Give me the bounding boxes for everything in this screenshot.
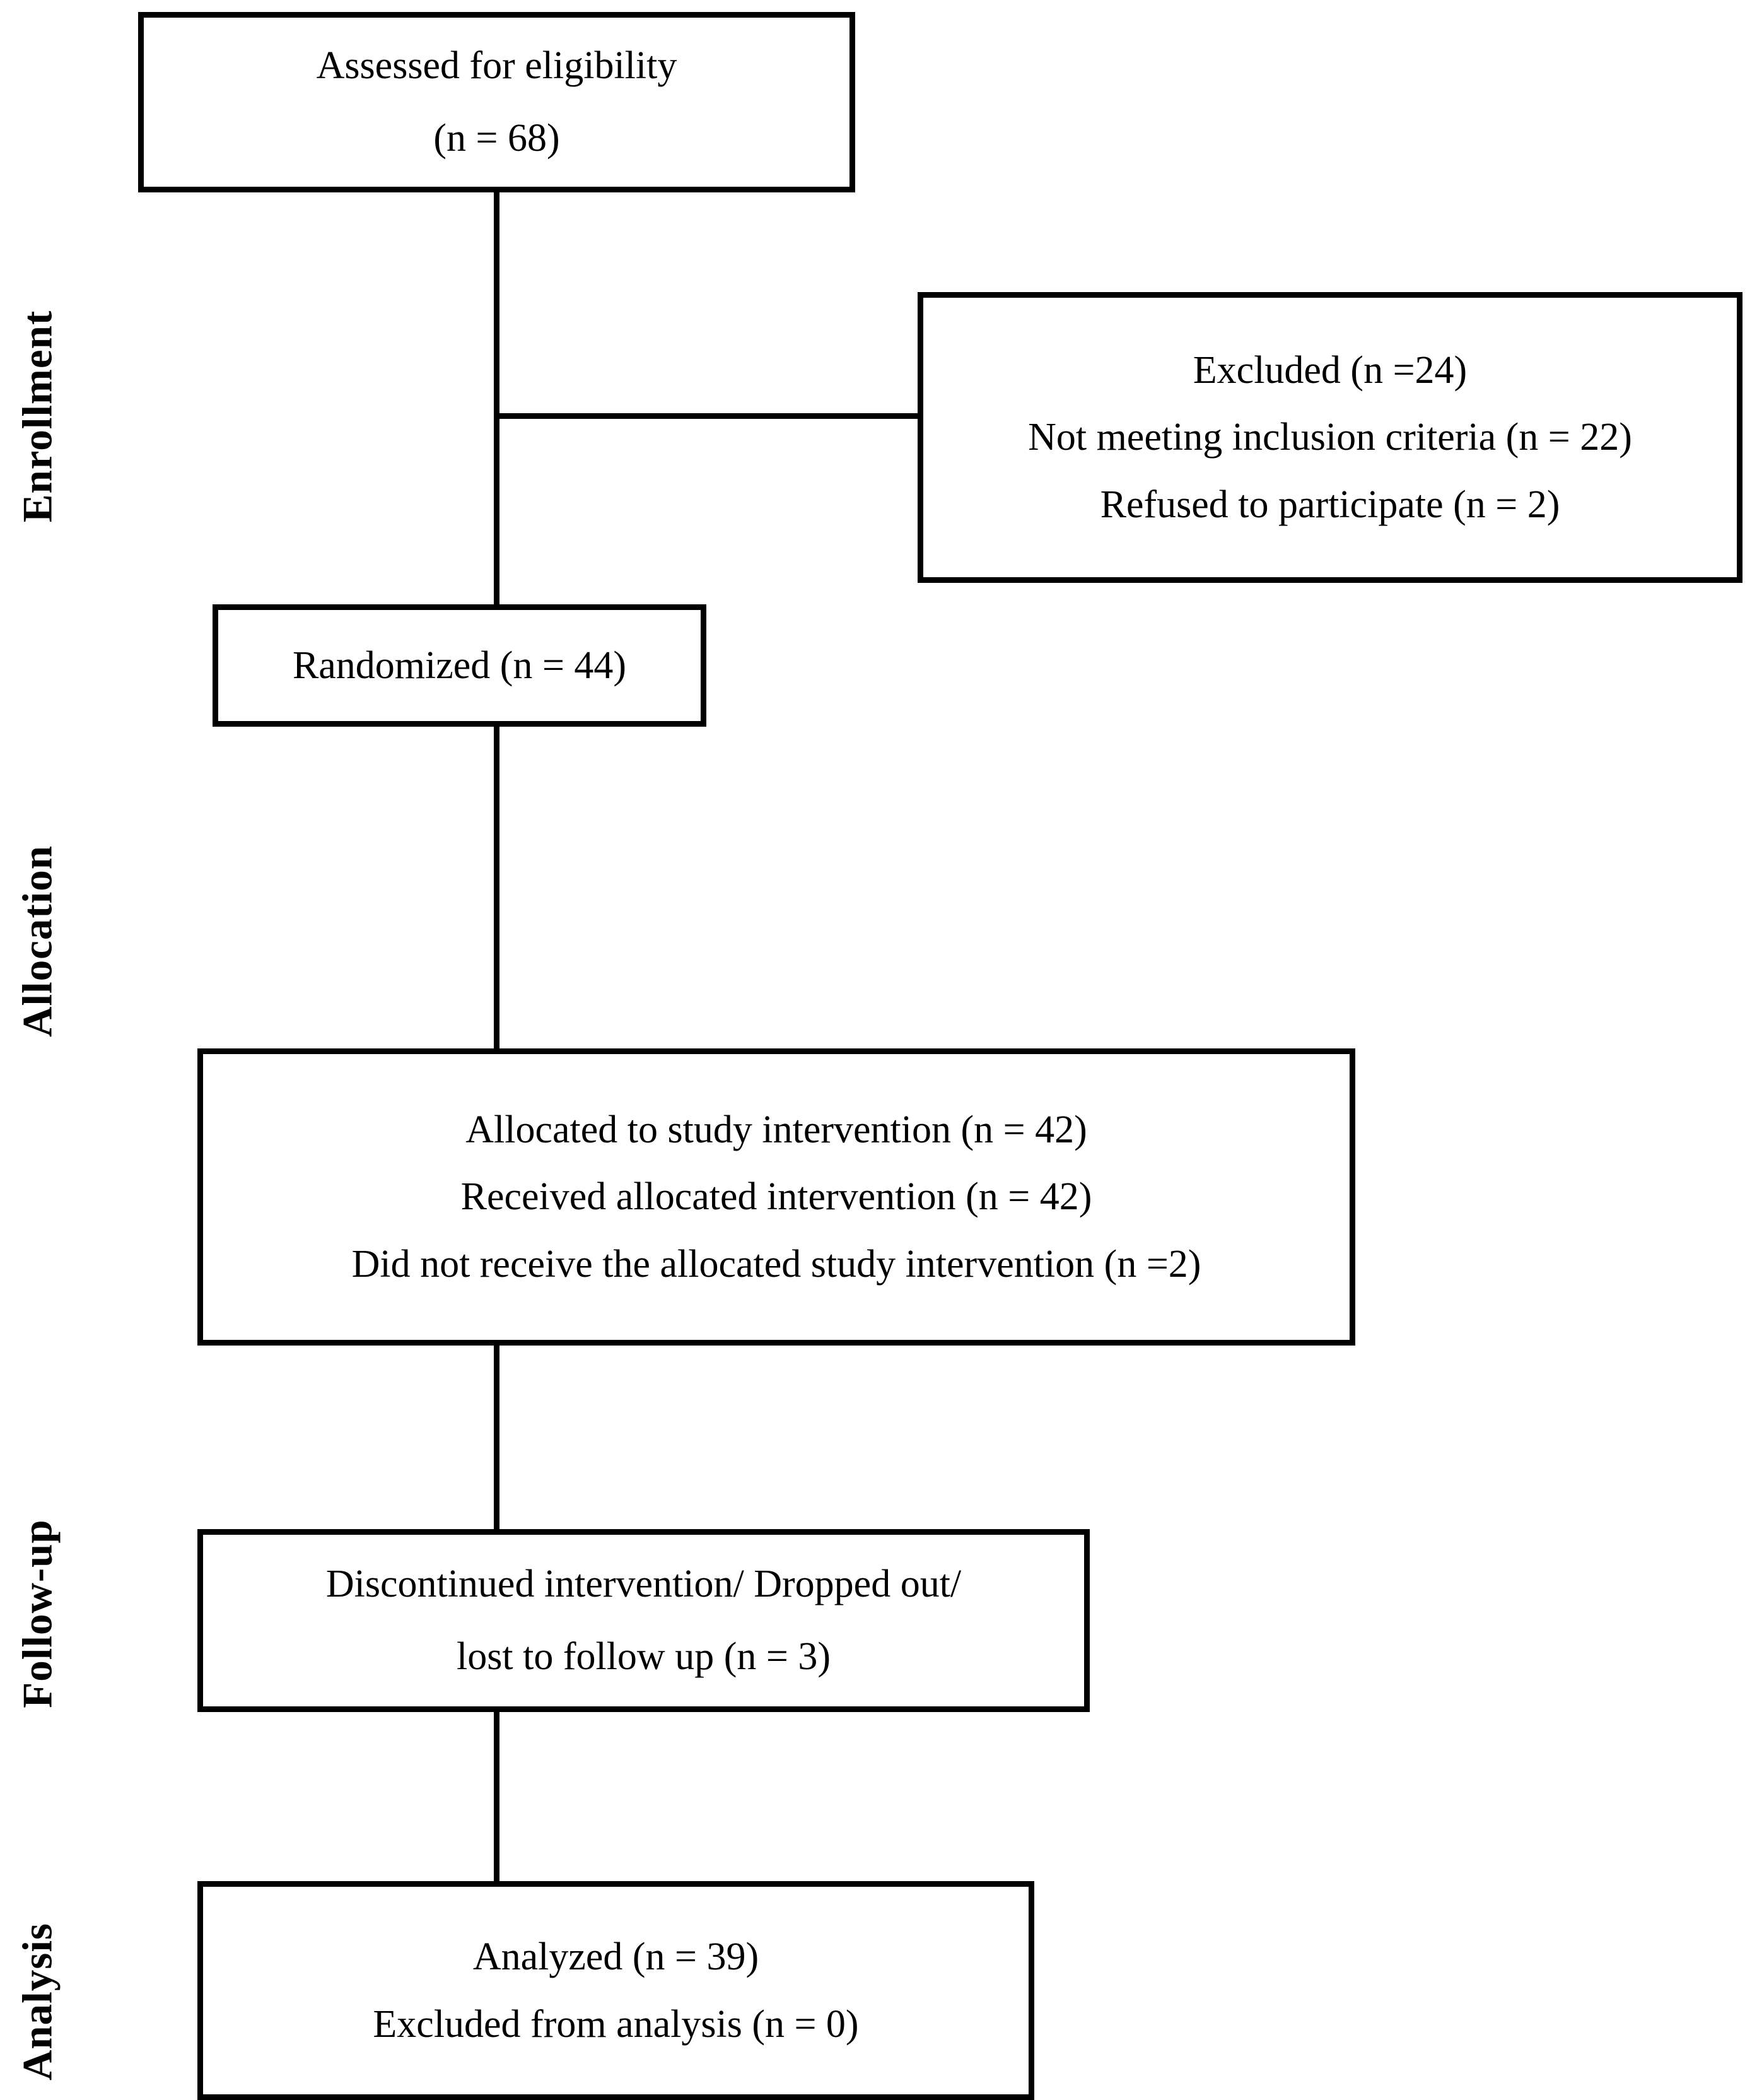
- box-excluded-line-3: Refused to participate (n = 2): [1100, 483, 1560, 526]
- box-followup-line-2: lost to follow up (n = 3): [457, 1635, 831, 1678]
- box-assessed-line-2: (n = 68): [433, 117, 560, 160]
- box-followup-line-1: Discontinued intervention/ Dropped out/: [325, 1563, 962, 1606]
- box-excluded-line-1: Excluded (n =24): [1193, 348, 1468, 392]
- box-analyzed-line-1: Analyzed (n = 39): [472, 1935, 759, 1978]
- box-allocated: Allocated to study intervention (n = 42)…: [197, 1048, 1355, 1346]
- connector-followup-to-analyzed: [494, 1712, 499, 1881]
- stage-label-follow-up: Follow-up: [14, 1519, 61, 1708]
- box-followup-discontinued: Discontinued intervention/ Dropped out/ …: [197, 1529, 1090, 1712]
- connector-assessed-to-randomized: [494, 192, 499, 604]
- box-excluded: Excluded (n =24) Not meeting inclusion c…: [918, 292, 1742, 583]
- box-analyzed: Analyzed (n = 39) Excluded from analysis…: [197, 1881, 1034, 2100]
- stage-label-analysis: Analysis: [14, 1922, 61, 2081]
- box-allocated-line-3: Did not receive the allocated study inte…: [351, 1242, 1201, 1286]
- box-excluded-line-2: Not meeting inclusion criteria (n = 22): [1028, 416, 1632, 459]
- box-allocated-line-2: Received allocated intervention (n = 42): [460, 1175, 1092, 1219]
- box-assessed-for-eligibility: Assessed for eligibility (n = 68): [138, 12, 855, 192]
- connector-randomized-to-allocated: [494, 727, 499, 1048]
- box-randomized: Randomized (n = 44): [213, 604, 706, 727]
- connector-branch-to-excluded: [496, 413, 918, 419]
- box-analyzed-line-2: Excluded from analysis (n = 0): [373, 2002, 859, 2046]
- box-allocated-line-1: Allocated to study intervention (n = 42): [465, 1108, 1087, 1151]
- connector-allocated-to-followup: [494, 1346, 499, 1529]
- stage-label-allocation: Allocation: [14, 845, 61, 1038]
- box-assessed-line-1: Assessed for eligibility: [316, 44, 677, 88]
- box-randomized-line-1: Randomized (n = 44): [292, 643, 627, 687]
- stage-label-enrollment: Enrollment: [14, 310, 61, 523]
